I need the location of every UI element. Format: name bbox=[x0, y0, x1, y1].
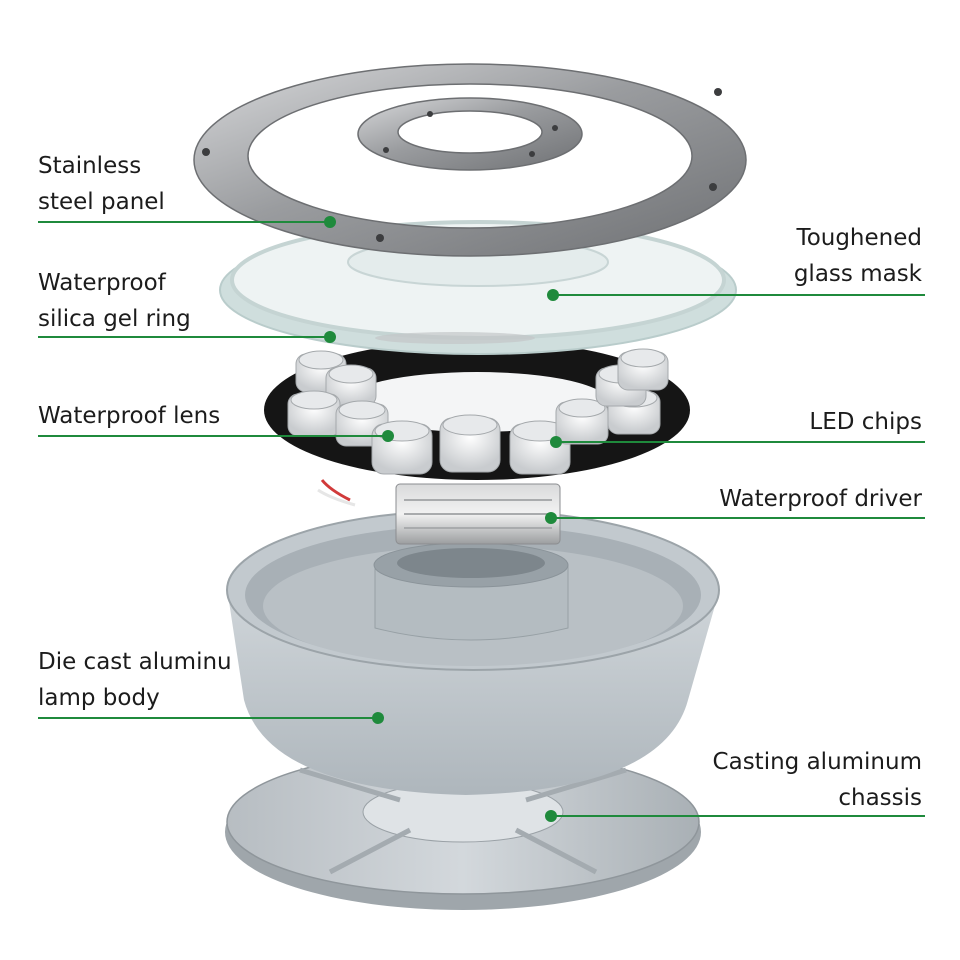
leader-led-chips bbox=[550, 436, 925, 448]
aluminum-chassis-part bbox=[225, 749, 701, 910]
leader-toughened-glass-mask bbox=[547, 289, 925, 301]
label-line: steel panel bbox=[38, 189, 165, 215]
label-line: Stainless bbox=[38, 153, 142, 179]
lens bbox=[371, 420, 433, 475]
lamp-body-part bbox=[226, 509, 720, 795]
stainless-steel-panel-part bbox=[193, 63, 747, 257]
label-line: LED chips bbox=[809, 409, 922, 435]
label-line: silica gel ring bbox=[38, 306, 191, 332]
leader-waterproof-silica-gel-ring bbox=[38, 331, 336, 343]
label-line: glass mask bbox=[793, 261, 922, 287]
label-casting-aluminum-chassis: Casting aluminum chassis bbox=[713, 744, 922, 816]
label-line: Casting aluminum bbox=[712, 749, 922, 775]
leader-aluminum-chassis bbox=[545, 810, 925, 822]
label-line: Toughened bbox=[796, 225, 922, 251]
label-line: Waterproof driver bbox=[719, 486, 922, 512]
leader-lines bbox=[38, 216, 925, 822]
leader-waterproof-lens bbox=[38, 430, 394, 442]
lens bbox=[617, 348, 669, 391]
leader-stainless-steel-panel bbox=[38, 216, 336, 228]
lens bbox=[439, 414, 501, 473]
label-waterproof-driver: Waterproof driver bbox=[719, 481, 922, 517]
lens bbox=[287, 390, 341, 437]
label-line: Waterproof lens bbox=[38, 403, 221, 429]
label-die-cast-aluminum-lamp-body: Die cast aluminu lamp body bbox=[38, 644, 232, 716]
lens bbox=[325, 364, 377, 407]
label-line: lamp body bbox=[38, 685, 160, 711]
label-waterproof-silica-gel-ring: Waterproof silica gel ring bbox=[38, 265, 191, 337]
leader-waterproof-driver bbox=[545, 512, 925, 524]
label-led-chips: LED chips bbox=[809, 404, 922, 440]
leader-lamp-body bbox=[38, 712, 384, 724]
label-line: Die cast aluminu bbox=[38, 649, 232, 675]
label-line: Waterproof bbox=[38, 270, 166, 296]
lens-array bbox=[287, 348, 669, 475]
lens bbox=[555, 398, 609, 445]
label-line: chassis bbox=[838, 785, 922, 811]
label-toughened-glass-mask: Toughened glass mask bbox=[794, 220, 922, 292]
label-stainless-steel-panel: Stainless steel panel bbox=[38, 148, 165, 220]
waterproof-driver-part bbox=[317, 479, 561, 545]
label-waterproof-lens: Waterproof lens bbox=[38, 398, 220, 434]
glass-mask-part bbox=[219, 220, 737, 355]
